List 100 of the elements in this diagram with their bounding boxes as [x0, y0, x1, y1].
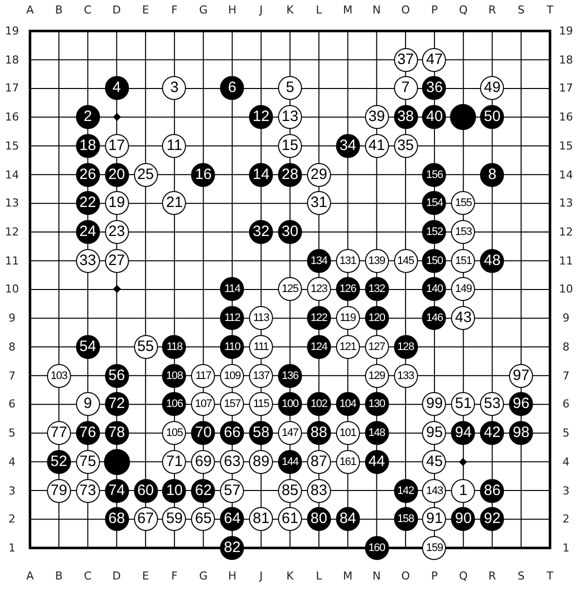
column-label: B: [55, 570, 63, 582]
go-stone: 158: [394, 507, 418, 532]
go-stone: 155: [451, 191, 476, 216]
row-label: 2: [562, 512, 570, 526]
go-stone: 110: [220, 334, 244, 359]
go-stone: 35: [394, 134, 418, 158]
go-stone: 6: [220, 76, 244, 100]
go-stone: 113: [249, 306, 274, 330]
row-label: 4: [8, 455, 16, 468]
go-stone: 22: [76, 191, 100, 216]
go-stone: 41: [364, 134, 389, 158]
go-stone: 122: [306, 306, 331, 330]
go-stone: 79: [46, 478, 71, 503]
go-stone: 139: [364, 248, 389, 273]
go-stone: 70: [191, 421, 216, 446]
column-label: D: [112, 4, 121, 16]
go-stone: 147: [278, 421, 302, 446]
go-stone: 143: [422, 478, 446, 503]
row-label: 3: [562, 484, 570, 498]
go-stone: 134: [306, 248, 331, 273]
go-stone: 5: [278, 76, 302, 100]
go-stone: 31: [306, 191, 331, 216]
column-label: M: [343, 570, 353, 582]
row-label: 11: [5, 254, 19, 268]
go-stone: 9: [76, 392, 100, 416]
row-label: 7: [562, 369, 570, 382]
column-label: S: [518, 570, 525, 582]
go-stone: 101: [336, 421, 360, 446]
go-stone: 27: [104, 248, 129, 273]
go-stone: 65: [191, 507, 216, 532]
row-label: 13: [5, 196, 19, 210]
go-stone: 118: [162, 334, 186, 359]
go-stone: 125: [278, 277, 302, 302]
go-stone: 161: [336, 450, 360, 474]
go-stone: 42: [480, 421, 504, 446]
go-stone: 73: [76, 478, 100, 503]
column-label: R: [488, 570, 496, 582]
go-stone: 38: [394, 105, 418, 130]
column-label: C: [84, 4, 92, 16]
row-label: 8: [8, 340, 16, 354]
column-label: H: [228, 4, 236, 16]
go-stone: 64: [220, 507, 244, 532]
go-stone: 117: [191, 364, 216, 388]
go-stone: 156: [422, 162, 446, 187]
column-label: A: [26, 4, 34, 16]
go-stone: 97: [509, 364, 534, 388]
column-label: L: [316, 570, 322, 582]
column-label: F: [171, 4, 178, 16]
row-label: 1: [8, 541, 16, 554]
row-label: 6: [8, 398, 16, 411]
go-stone: 132: [364, 277, 389, 302]
go-stone: 30: [278, 220, 302, 244]
go-stone: 36: [422, 76, 446, 100]
go-stone: 140: [422, 277, 446, 302]
go-stone: 55: [134, 334, 158, 359]
row-label: 17: [5, 82, 19, 95]
go-stone: 157: [220, 392, 244, 416]
go-stone: 19: [104, 191, 129, 216]
row-label: 19: [5, 24, 19, 38]
column-label: E: [142, 570, 150, 582]
go-stone: 104: [336, 392, 360, 416]
go-stone: 151: [451, 248, 476, 273]
go-stone: 133: [394, 364, 418, 388]
go-stone: 83: [306, 478, 331, 503]
row-label: 7: [8, 369, 16, 382]
go-stone: 153: [451, 220, 476, 244]
go-stone: 99: [422, 392, 446, 416]
column-label: G: [199, 4, 208, 16]
go-stone: 98: [509, 421, 534, 446]
go-stone: 146: [422, 306, 446, 330]
go-stone: 18: [76, 134, 100, 158]
go-stone: 60: [134, 478, 158, 503]
go-stone: 71: [162, 450, 186, 474]
row-label: 12: [559, 226, 573, 239]
row-label: 6: [562, 398, 570, 411]
go-stone: 62: [191, 478, 216, 503]
go-stone: 68: [104, 507, 129, 532]
go-stone: 77: [46, 421, 71, 446]
go-stone: 11: [162, 134, 186, 158]
column-label: O: [401, 4, 410, 16]
row-label: 18: [5, 53, 19, 66]
go-stone: 43: [451, 306, 476, 330]
row-label: 16: [5, 110, 19, 124]
go-stone: 100: [278, 392, 302, 416]
go-stone: 108: [162, 364, 186, 388]
go-stone: 136: [278, 364, 302, 388]
row-label: 16: [559, 110, 573, 124]
go-stone: 28: [278, 162, 302, 187]
go-stone: 12: [249, 105, 274, 130]
go-stone: 81: [249, 507, 274, 532]
row-label: 3: [8, 484, 16, 498]
go-stone: 103: [46, 364, 71, 388]
go-stone: 123: [306, 277, 331, 302]
go-stone: 2: [76, 105, 100, 130]
go-stone: 91: [422, 507, 446, 532]
go-stone: 24: [76, 220, 100, 244]
go-stone: 86: [480, 478, 504, 503]
column-label: A: [26, 570, 34, 582]
go-stone: 57: [220, 478, 244, 503]
go-stone: 127: [364, 334, 389, 359]
